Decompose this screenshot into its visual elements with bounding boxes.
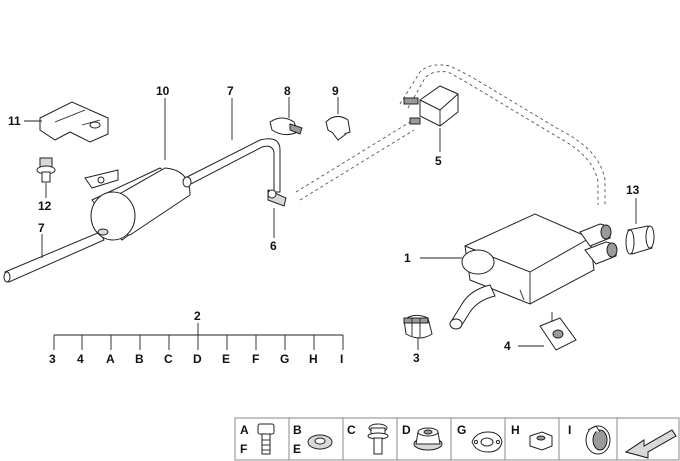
callout-12: 12 [38,199,52,213]
callout-2: 2 [194,309,201,323]
bracket-label-f: F [252,352,259,366]
bracket-label-e: E [222,352,230,366]
callout-13: 13 [626,183,640,197]
legend-cell-g: G [450,417,506,461]
bracket-label-b: B [135,352,144,366]
gasket-icon [471,431,503,453]
hose-route-dashed [295,64,606,205]
legend-cell-h: H [504,417,560,461]
hose-part-7-upper [182,138,281,193]
canister-part-10 [84,167,191,241]
legend-label-i: I [568,423,571,437]
callout-5: 5 [435,154,442,168]
callout-3: 3 [413,351,420,365]
clamp-part-3 [403,314,433,339]
legend-label-a: A [240,423,249,437]
hanger-part-4 [539,312,577,351]
bracket-label-3: 3 [49,352,56,366]
hex-nut-icon [529,431,553,451]
direction-arrow-icon [624,429,677,459]
callout-6: 6 [270,239,277,253]
clip-part-8 [269,117,303,136]
legend-label-h: H [511,423,520,437]
callout-4: 4 [504,339,511,353]
callout-7-left: 7 [38,221,45,235]
nut-icon [413,427,443,451]
flange-bolt-icon [367,423,389,455]
valve-part-5 [403,85,459,127]
callout-1: 1 [404,251,411,265]
clip-part-9 [325,116,351,141]
callout-8: 8 [284,84,291,98]
bracket-label-h: H [309,352,318,366]
bracket-label-i: I [340,352,343,366]
bracket-ticks [53,335,344,350]
bolt-part-12 [36,157,56,183]
callout-9: 9 [332,84,339,98]
bracket-group-2: 2 3 4 A B C D E F G H I [49,309,344,366]
washer-icon [307,434,333,450]
legend-label-d: D [402,423,411,437]
callout-11: 11 [8,114,21,128]
bolt-icon [257,423,275,455]
callout-10: 10 [156,84,170,98]
muffler-part-1 [449,213,618,330]
bracket-label-g: G [280,352,289,366]
legend-cell-af: A F [234,417,290,461]
callout-7-upper: 7 [227,84,234,98]
legend-cell-arrow [616,417,680,461]
clamp-ring-icon [585,425,611,455]
legend-cell-i: I [558,417,618,461]
legend-label-f: F [240,442,247,456]
tailpipe-tip-part-13 [625,225,655,255]
legend-cell-c: C [342,417,398,461]
bracket-label-d: D [193,352,202,366]
bracket-part-11 [39,101,109,143]
hardware-legend: A F B E C [234,417,680,461]
bracket-label-4: 4 [77,352,84,366]
connector-part-6 [267,189,287,207]
legend-label-b: B [293,423,302,437]
legend-label-g: G [457,423,466,437]
legend-cell-d: D [396,417,452,461]
legend-label-c: C [347,423,356,437]
bracket-label-a: A [106,352,115,366]
legend-cell-be: B E [288,417,344,461]
legend-label-e: E [293,442,301,456]
bracket-label-c: C [164,352,173,366]
hose-part-7-left [3,231,105,283]
